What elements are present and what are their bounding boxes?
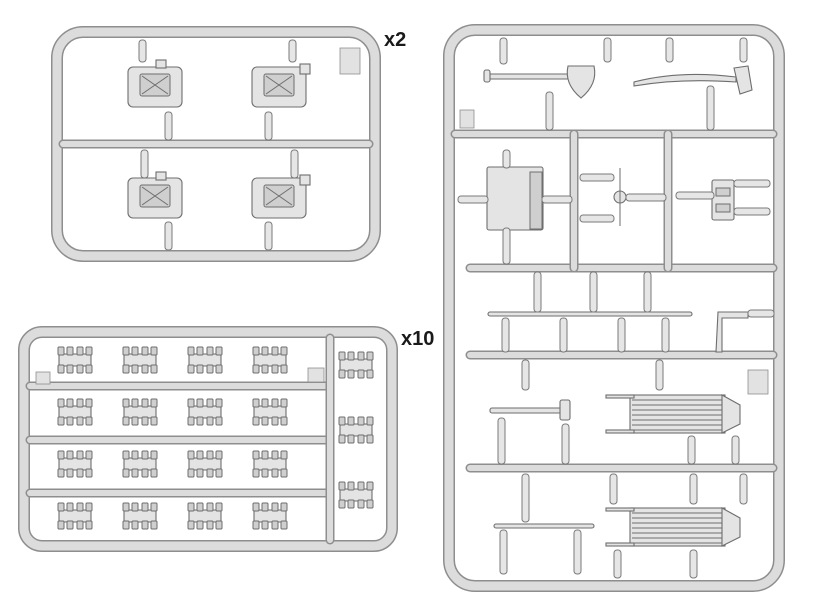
tools-sprue — [443, 24, 785, 592]
track-link-part — [57, 450, 93, 478]
track-link-part — [252, 450, 288, 478]
track-link-part — [252, 346, 288, 374]
track-link-part — [57, 398, 93, 426]
jerrycan-part-1 — [127, 59, 183, 108]
track-link-sprue-quantity: x10 — [401, 328, 434, 350]
track-link-part — [187, 502, 223, 530]
track-link-grid — [57, 346, 374, 530]
jerrycan-part-2 — [251, 63, 311, 108]
cable-coil-part-1 — [605, 359, 741, 465]
track-link-part — [338, 481, 374, 509]
jerrycan-part-4 — [251, 174, 311, 219]
track-link-part — [187, 346, 223, 374]
hammer-part — [489, 359, 571, 465]
track-link-part — [338, 416, 374, 444]
shovel-part — [483, 65, 596, 99]
track-link-part — [187, 398, 223, 426]
track-link-part — [252, 398, 288, 426]
track-link-part — [122, 502, 158, 530]
jerrycan-sprue-quantity: x2 — [384, 29, 406, 51]
small-fitting-part — [579, 168, 667, 226]
track-link-part — [122, 346, 158, 374]
rod-part — [487, 271, 775, 353]
jerrycan-part-3 — [127, 171, 183, 219]
track-link-part — [187, 450, 223, 478]
track-link-part — [57, 346, 93, 374]
track-link-part — [122, 450, 158, 478]
track-link-part — [57, 502, 93, 530]
track-link-part — [252, 502, 288, 530]
bracket-part — [675, 179, 771, 221]
axe-part — [633, 65, 753, 95]
track-link-part — [338, 351, 374, 379]
cable-coil-part-2 — [605, 473, 748, 579]
handle-part — [493, 473, 595, 575]
track-link-sprue — [18, 326, 398, 552]
track-link-part — [122, 398, 158, 426]
jerrycan-sprue — [51, 26, 381, 262]
toolbox-part — [457, 149, 573, 265]
